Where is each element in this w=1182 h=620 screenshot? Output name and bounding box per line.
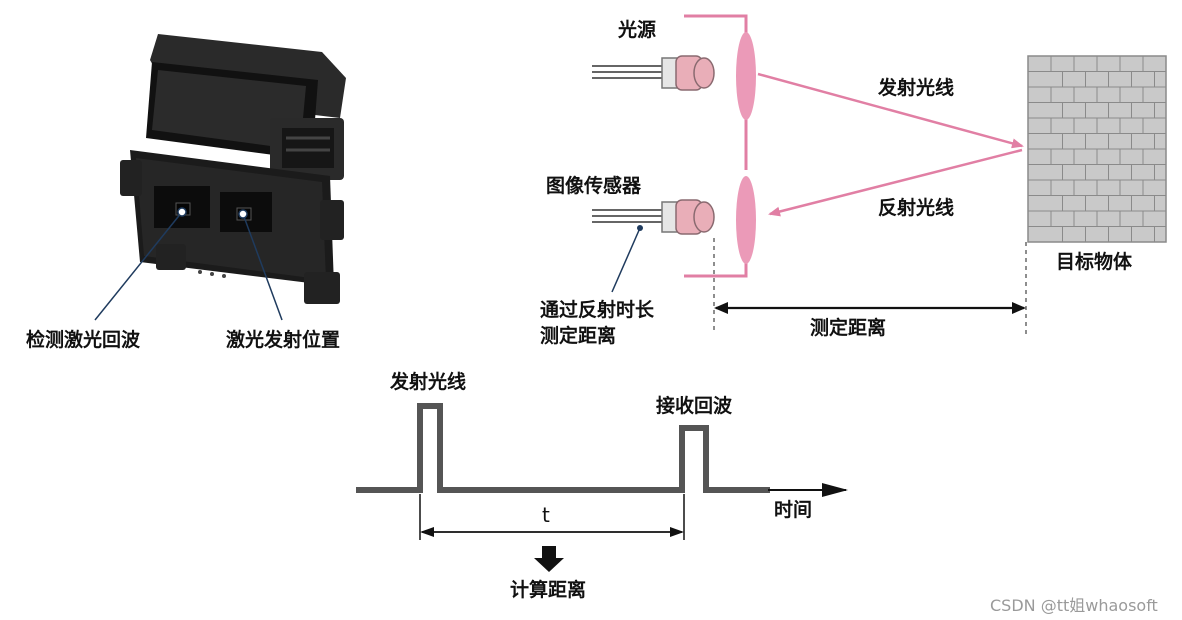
emitted-ray-arrow bbox=[757, 72, 1024, 149]
emit-position-label: 激光发射位置 bbox=[226, 329, 341, 351]
pulse-emit-label: 发射光线 bbox=[390, 371, 467, 393]
lidar-device-icon bbox=[120, 34, 346, 304]
pulse-receive-label: 接收回波 bbox=[656, 395, 733, 417]
bottom-lens-icon bbox=[736, 176, 756, 264]
detect-echo-label: 检测激光回波 bbox=[26, 329, 141, 351]
compute-distance-label: 计算距离 bbox=[510, 579, 587, 601]
measured-distance-label: 测定距离 bbox=[810, 317, 887, 339]
target-object-label: 目标物体 bbox=[1056, 251, 1133, 273]
measure-by-time-label-2: 测定距离 bbox=[540, 325, 617, 347]
down-arrow-icon bbox=[534, 546, 564, 572]
emitted-ray-label: 发射光线 bbox=[878, 77, 955, 99]
detect-echo-pointer bbox=[94, 211, 183, 321]
time-axis-label: 时间 bbox=[774, 499, 813, 521]
top-lens-icon bbox=[736, 32, 756, 120]
reflected-ray-label: 反射光线 bbox=[878, 197, 955, 219]
time-symbol-label: t bbox=[542, 503, 550, 527]
emit-position-pointer bbox=[242, 213, 283, 321]
time-measure-pointer bbox=[611, 227, 641, 293]
pulse-waveform bbox=[356, 403, 770, 493]
light-source-icon bbox=[592, 55, 715, 91]
measure-by-time-label-1: 通过反射时长 bbox=[540, 299, 655, 321]
watermark: CSDN @tt姐whaosoft bbox=[990, 596, 1158, 615]
light-source-label: 光源 bbox=[618, 19, 657, 41]
brick-wall-icon bbox=[1027, 55, 1167, 243]
image-sensor-label: 图像传感器 bbox=[546, 175, 642, 197]
reflected-ray-arrow bbox=[768, 148, 1023, 217]
image-sensor-icon bbox=[592, 199, 715, 235]
